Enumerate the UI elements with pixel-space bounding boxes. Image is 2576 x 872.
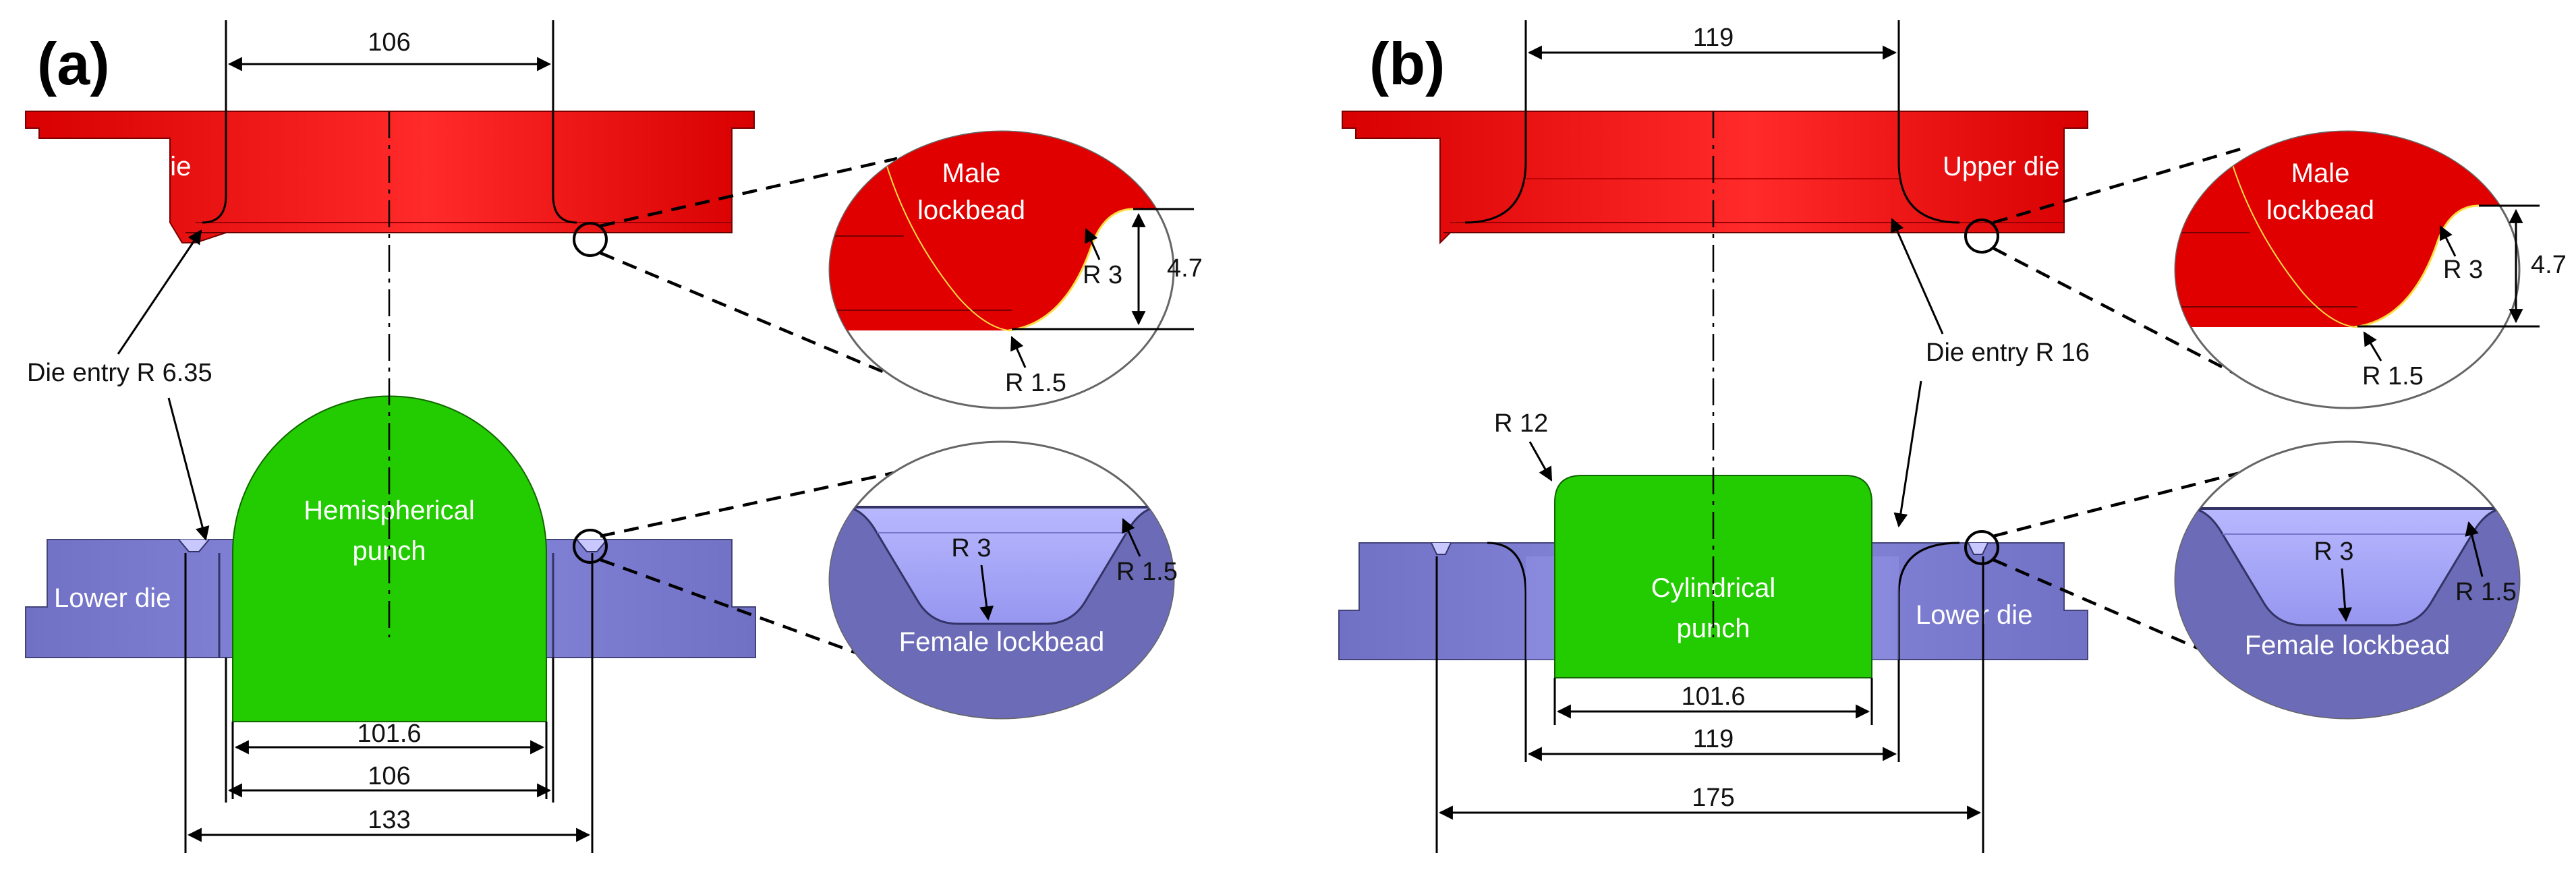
dim-die-b: 119	[1693, 725, 1734, 753]
punch-radius-b: R 12	[1494, 409, 1548, 438]
male-h-a: 4.7	[1167, 254, 1203, 283]
dim-bead-b: 175	[1692, 784, 1734, 812]
die-entry-arrow-down-a	[167, 397, 210, 542]
female-r15-b: R 1.5	[2455, 578, 2517, 606]
detail-circle-male-b	[1964, 219, 1999, 254]
detail-circle-female-a	[573, 529, 608, 564]
dim-top-b: 119	[1693, 24, 1734, 52]
dim-die-a: 106	[368, 762, 410, 790]
die-entry-arrow-up-b	[1891, 218, 1944, 335]
female-r15-a: R 1.5	[1116, 558, 1178, 586]
dim-bead-a: 133	[368, 806, 410, 834]
male-label-a-line2: lockbead	[917, 196, 1025, 225]
upper-die-b	[1342, 111, 2088, 245]
male-label-b-line2: lockbead	[2266, 196, 2374, 225]
die-entry-label-b: Die entry R 16	[1926, 339, 2090, 367]
female-lockbead-zoom-b: R 3 R 1.5 Female lockbead	[2174, 440, 2521, 720]
male-lockbead-zoom-a: Male lockbead 4.7 R 3 R 1.5	[828, 130, 1203, 409]
die-entry-label-a: Die entry R 6.35	[27, 359, 212, 387]
male-label-a-line1: Male	[942, 158, 1001, 188]
detail-circle-female-b	[1964, 530, 1999, 565]
female-lockbead-zoom-a: R 3 R 1.5 Female lockbead	[828, 440, 1178, 720]
male-lockbead-zoom-b: Male lockbead 4.7 R 3 R 1.5	[2174, 130, 2567, 409]
panel-b-label: (b)	[1369, 30, 1445, 97]
male-r3-a: R 3	[1083, 261, 1122, 289]
detail-circle-male-a	[573, 222, 608, 257]
male-label-b-line1: Male	[2291, 158, 2350, 188]
male-r3-b: R 3	[2443, 256, 2483, 284]
die-entry-arrow-down-b	[1893, 380, 1922, 528]
panel-a: (a) Upper die Lower die Hemispherical pu…	[25, 20, 1203, 853]
dim-punch-a: 101.6	[357, 720, 421, 748]
panel-a-label: (a)	[37, 30, 110, 97]
upper-die-label-b: Upper die	[1943, 152, 2059, 181]
dim-punch-b: 101.6	[1681, 682, 1745, 711]
die-entry-arrow-up-a	[117, 229, 202, 355]
male-h-b: 4.7	[2531, 251, 2567, 279]
female-r3-b: R 3	[2314, 537, 2353, 566]
male-r15-a: R 1.5	[1005, 369, 1066, 397]
female-label-a: Female lockbead	[899, 627, 1105, 657]
lower-die-label-b: Lower die	[1916, 600, 2032, 630]
panel-b: (b) Upper die Lower die Cylindrical punc…	[1338, 20, 2567, 853]
dim-top-a: 106	[368, 28, 410, 57]
male-r15-b: R 1.5	[2362, 362, 2424, 390]
female-r3-a: R 3	[951, 534, 991, 562]
female-label-b: Female lockbead	[2245, 631, 2451, 660]
upper-die-label-a: Upper die	[74, 152, 191, 181]
lower-die-label-a: Lower die	[54, 583, 171, 613]
